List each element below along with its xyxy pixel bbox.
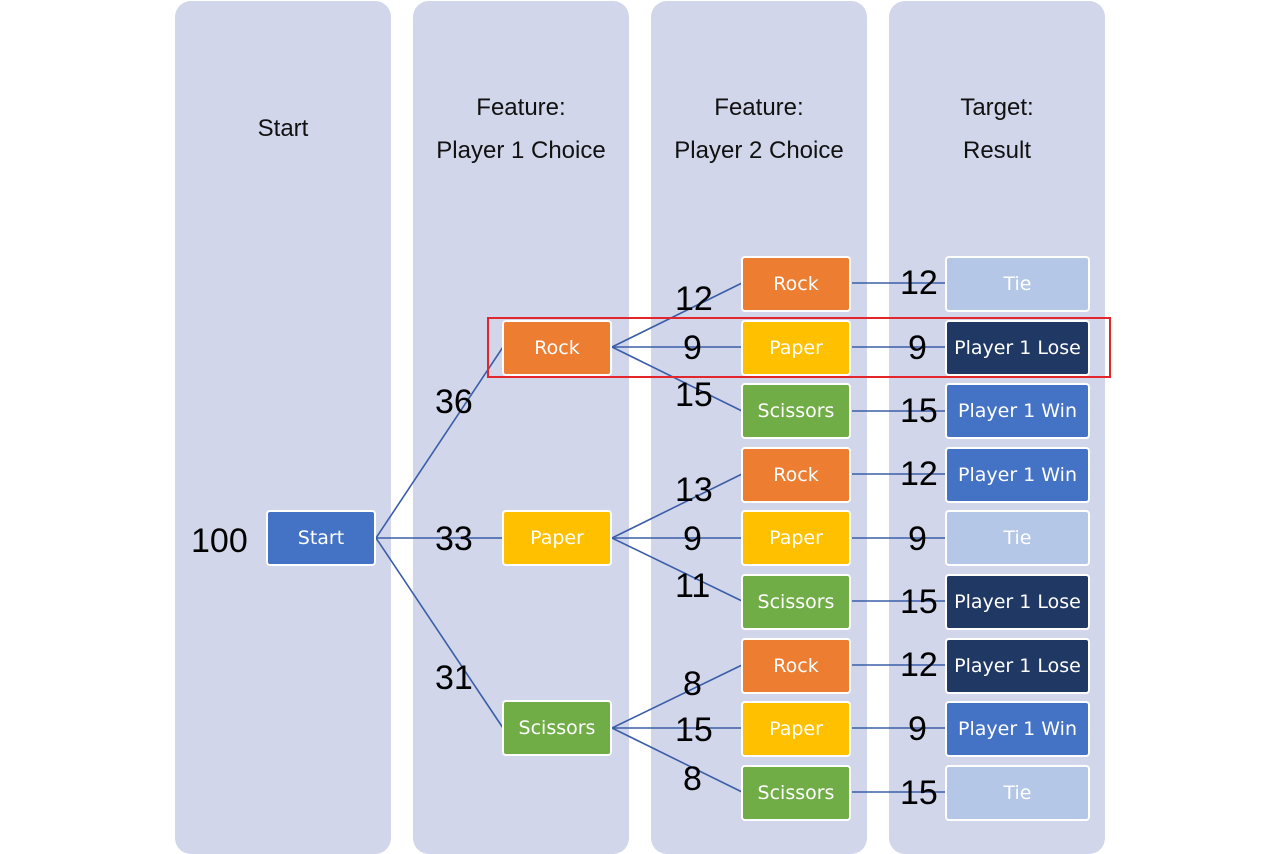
column-title-line: Result [962,137,1032,164]
node-result-lose: Player 1 Lose [945,574,1090,630]
count-result: 9 [908,520,927,558]
count-root: 100 [191,522,248,560]
count-result: 12 [900,455,938,493]
count-p1-scissors: 31 [435,659,473,697]
node-p2-scissors: Scissors [741,765,851,821]
edge-rock-rock [611,282,743,348]
count-p2: 15 [675,376,713,414]
count-p2: 8 [683,760,702,798]
node-p2-rock: Rock [741,638,851,694]
node-p2-scissors: Scissors [741,574,851,630]
count-p2: 15 [675,711,713,749]
column-title-start: Start [175,107,391,150]
node-p1-scissors: Scissors [502,700,612,756]
node-result-win: Player 1 Win [945,701,1090,757]
count-p2: 11 [675,567,711,605]
count-p2: 8 [683,665,702,703]
node-result-tie: Tie [945,510,1090,566]
count-p1-paper: 33 [435,520,473,558]
node-result-tie: Tie [945,765,1090,821]
node-start: Start [266,510,376,566]
column-title-player1: Feature: Player 1 Choice [413,86,629,172]
column-title-player2: Feature: Player 2 Choice [651,86,867,172]
count-p1-rock: 36 [435,383,473,421]
node-p2-paper: Paper [741,510,851,566]
column-title-line: Player 1 Choice [436,137,606,164]
edge-scissors-scissors [611,727,743,793]
column-title-line: Target: [960,94,1034,121]
count-result: 15 [900,583,938,621]
node-p1-rock: Rock [502,320,612,376]
count-result: 12 [900,646,938,684]
count-p2: 12 [675,280,713,318]
count-result: 15 [900,392,938,430]
count-p2: 9 [683,329,702,367]
node-result-win: Player 1 Win [945,383,1090,439]
node-result-lose: Player 1 Lose [945,638,1090,694]
count-result: 9 [908,329,927,367]
column-title-line: Feature: [714,94,804,121]
edge-start-rock [375,346,504,539]
edge-start-scissors [375,537,504,729]
node-p2-scissors: Scissors [741,383,851,439]
count-p2: 9 [683,520,702,558]
edge-paper-scissors [611,537,743,602]
column-title-line: Start [257,115,309,142]
count-result: 15 [900,774,938,812]
column-title-line: Feature: [476,94,566,121]
edge-rock-scissors [611,346,743,412]
column-title-result: Target: Result [889,86,1105,172]
node-result-tie: Tie [945,256,1090,312]
count-result: 9 [908,710,927,748]
edge-scissors-rock [611,664,743,729]
node-p2-paper: Paper [741,320,851,376]
node-p2-paper: Paper [741,701,851,757]
count-p2: 13 [675,471,713,509]
node-result-lose: Player 1 Lose [945,320,1090,376]
count-result: 12 [900,264,938,302]
edge-paper-rock [611,473,743,539]
node-p2-rock: Rock [741,256,851,312]
column-title-line: Player 2 Choice [674,137,844,164]
highlight-box [487,317,1111,378]
column-start: Start [175,1,391,854]
node-result-win: Player 1 Win [945,447,1090,503]
node-p2-rock: Rock [741,447,851,503]
node-p1-paper: Paper [502,510,612,566]
